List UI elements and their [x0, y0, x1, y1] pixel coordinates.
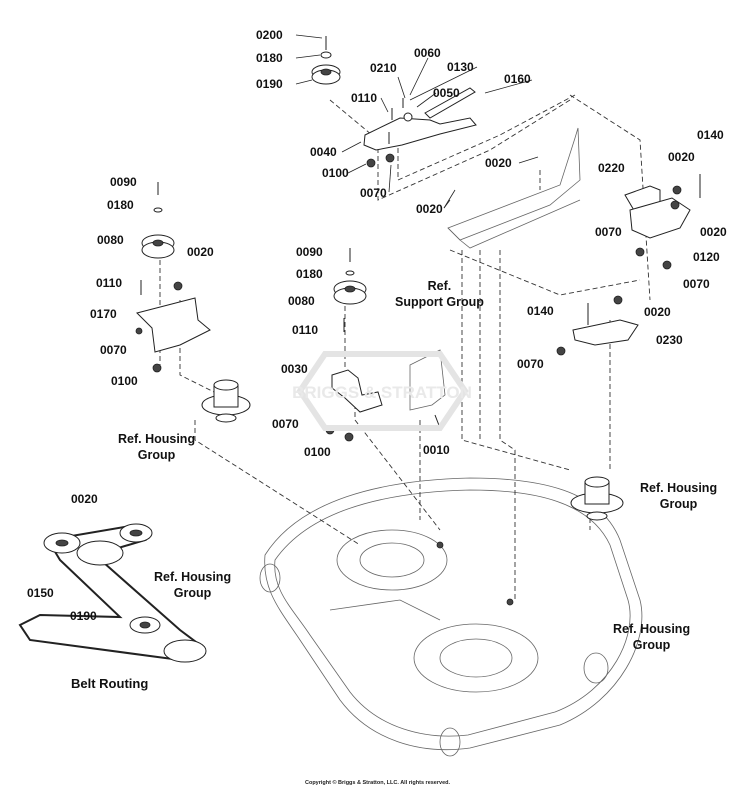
- callout-0050[interactable]: 0050: [433, 86, 460, 100]
- callout-0180-center[interactable]: 0180: [296, 267, 323, 281]
- callout-0090-left[interactable]: 0090: [110, 175, 137, 189]
- callout-0070[interactable]: 0070: [360, 186, 387, 200]
- ref-housing-lower-line1: Ref. Housing: [613, 622, 691, 636]
- watermark-text: BRIGGS & STRATTON: [292, 383, 472, 402]
- callout-0230-lower[interactable]: 0230: [656, 333, 683, 347]
- callout-0070-lower[interactable]: 0070: [517, 357, 544, 371]
- callout-0020-support-b[interactable]: 0020: [416, 202, 443, 216]
- callout-0080-center[interactable]: 0080: [288, 294, 315, 308]
- belt-routing-caption: Belt Routing: [71, 676, 149, 691]
- callout-0060[interactable]: 0060: [414, 46, 441, 60]
- ref-housing-belt-line2: Group: [173, 586, 212, 600]
- callout-0200[interactable]: 0200: [256, 28, 283, 42]
- left-spindle-housing: [201, 379, 251, 423]
- callout-0020-right-a[interactable]: 0020: [668, 150, 695, 164]
- callout-0030-center[interactable]: 0030: [281, 362, 308, 376]
- callout-0070-center[interactable]: 0070: [272, 417, 299, 431]
- callout-0110[interactable]: 0110: [351, 91, 378, 105]
- left-pulley-assembly: [135, 182, 211, 373]
- callout-0170-left[interactable]: 0170: [90, 307, 117, 321]
- callout-0110-left[interactable]: 0110: [96, 276, 123, 290]
- callout-0130[interactable]: 0130: [447, 60, 474, 74]
- center-pulley-assembly: [325, 248, 441, 442]
- callout-0020-right-b[interactable]: 0020: [700, 225, 727, 239]
- right-upper-bracket-assembly: [624, 174, 701, 270]
- callout-0020-support-a[interactable]: 0020: [485, 156, 512, 170]
- callout-0100[interactable]: 0100: [322, 166, 349, 180]
- callout-0020-lower[interactable]: 0020: [644, 305, 671, 319]
- callout-0220-right[interactable]: 0220: [598, 161, 625, 175]
- callout-0010-center[interactable]: 0010: [423, 443, 450, 457]
- callout-0020-belt[interactable]: 0020: [71, 492, 98, 506]
- leader-lines: [295, 34, 539, 209]
- right-lower-bracket-assembly: [556, 295, 639, 356]
- assembly-lines: [159, 94, 651, 600]
- ref-housing-right-line1: Ref. Housing: [640, 481, 718, 495]
- callout-0100-left[interactable]: 0100: [111, 374, 138, 388]
- callout-0180-left[interactable]: 0180: [107, 198, 134, 212]
- ref-housing-group-right[interactable]: Ref. Housing Group: [640, 480, 717, 512]
- callout-0150-belt[interactable]: 0150: [27, 586, 54, 600]
- ref-housing-group-lower[interactable]: Ref. Housing Group: [613, 621, 690, 653]
- ref-support-line2: Support Group: [395, 295, 484, 309]
- ref-housing-lower-line2: Group: [632, 638, 671, 652]
- ref-housing-group-left[interactable]: Ref. Housing Group: [118, 431, 195, 463]
- right-spindle-housing: [570, 476, 624, 521]
- callout-0190-belt[interactable]: 0190: [70, 609, 97, 623]
- copyright-notice: Copyright © Briggs & Stratton, LLC. All …: [304, 780, 451, 786]
- callout-0120-right[interactable]: 0120: [693, 250, 720, 264]
- ref-housing-belt-line1: Ref. Housing: [154, 570, 232, 584]
- callout-0110-center[interactable]: 0110: [292, 323, 319, 337]
- callout-0160[interactable]: 0160: [504, 72, 531, 86]
- ref-housing-left-line2: Group: [137, 448, 176, 462]
- callout-0190[interactable]: 0190: [256, 77, 283, 91]
- brand-watermark: BRIGGS & STRATTON: [280, 346, 485, 436]
- top-idler-assembly: [311, 36, 477, 168]
- callout-0090-center[interactable]: 0090: [296, 245, 323, 259]
- callout-0070-left[interactable]: 0070: [100, 343, 127, 357]
- callout-0020-left[interactable]: 0020: [187, 245, 214, 259]
- callout-0180[interactable]: 0180: [256, 51, 283, 65]
- mower-deck: [259, 477, 643, 757]
- ref-support-group[interactable]: Ref. Support Group: [395, 278, 484, 310]
- belt-routing-inset: [18, 523, 207, 663]
- ref-housing-group-belt[interactable]: Ref. Housing Group: [154, 569, 231, 601]
- callout-0070-right-b[interactable]: 0070: [683, 277, 710, 291]
- ref-housing-right-line2: Group: [659, 497, 698, 511]
- callout-0140-lower[interactable]: 0140: [527, 304, 554, 318]
- callout-0140-right[interactable]: 0140: [697, 128, 724, 142]
- callout-0080-left[interactable]: 0080: [97, 233, 124, 247]
- ref-support-line1: Ref.: [427, 279, 452, 293]
- callout-0070-right-a[interactable]: 0070: [595, 225, 622, 239]
- callout-0210[interactable]: 0210: [370, 61, 397, 75]
- ref-housing-left-line1: Ref. Housing: [118, 432, 196, 446]
- callout-0100-center[interactable]: 0100: [304, 445, 331, 459]
- callout-0040[interactable]: 0040: [310, 145, 337, 159]
